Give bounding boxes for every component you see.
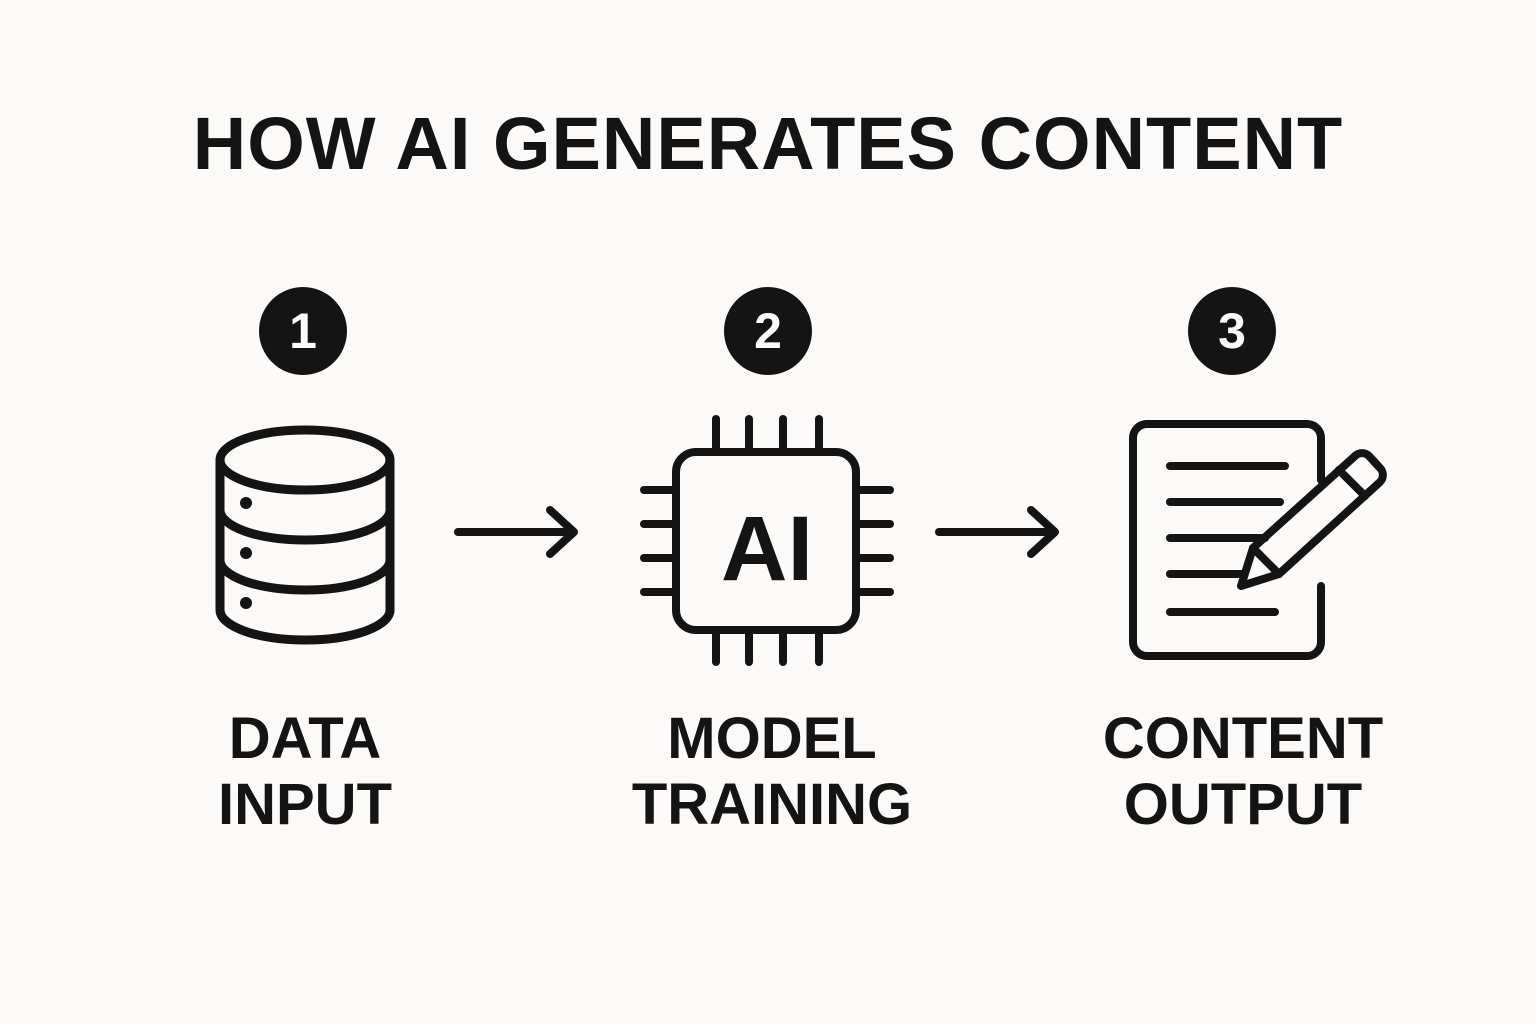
step-2-label-line1: MODEL [667, 706, 877, 771]
arrow-right-icon [935, 506, 1059, 558]
arrow-right-icon [454, 506, 578, 558]
step-3-label-line1: CONTENT [1102, 706, 1384, 771]
step-2-label-line2: TRAINING [631, 772, 913, 837]
database-icon [215, 425, 395, 645]
diagram-title: HOW AI GENERATES CONTENT [192, 102, 1344, 185]
step-1-label-line1: DATA [228, 706, 382, 771]
step-1-label: DATA INPUT [155, 706, 455, 838]
ai-chip-icon: AI [640, 415, 894, 666]
step-2-label: MODEL TRAINING [612, 706, 932, 838]
step-3-label: CONTENT OUTPUT [1073, 706, 1413, 838]
step-3-label-line2: OUTPUT [1123, 772, 1363, 837]
document-pencil-icon [1129, 420, 1387, 660]
step-2-badge: 2 [724, 287, 812, 375]
chip-label: AI [721, 498, 813, 600]
step-1-label-line2: INPUT [218, 772, 392, 837]
step-1-badge: 1 [259, 287, 347, 375]
step-3-badge: 3 [1188, 287, 1276, 375]
